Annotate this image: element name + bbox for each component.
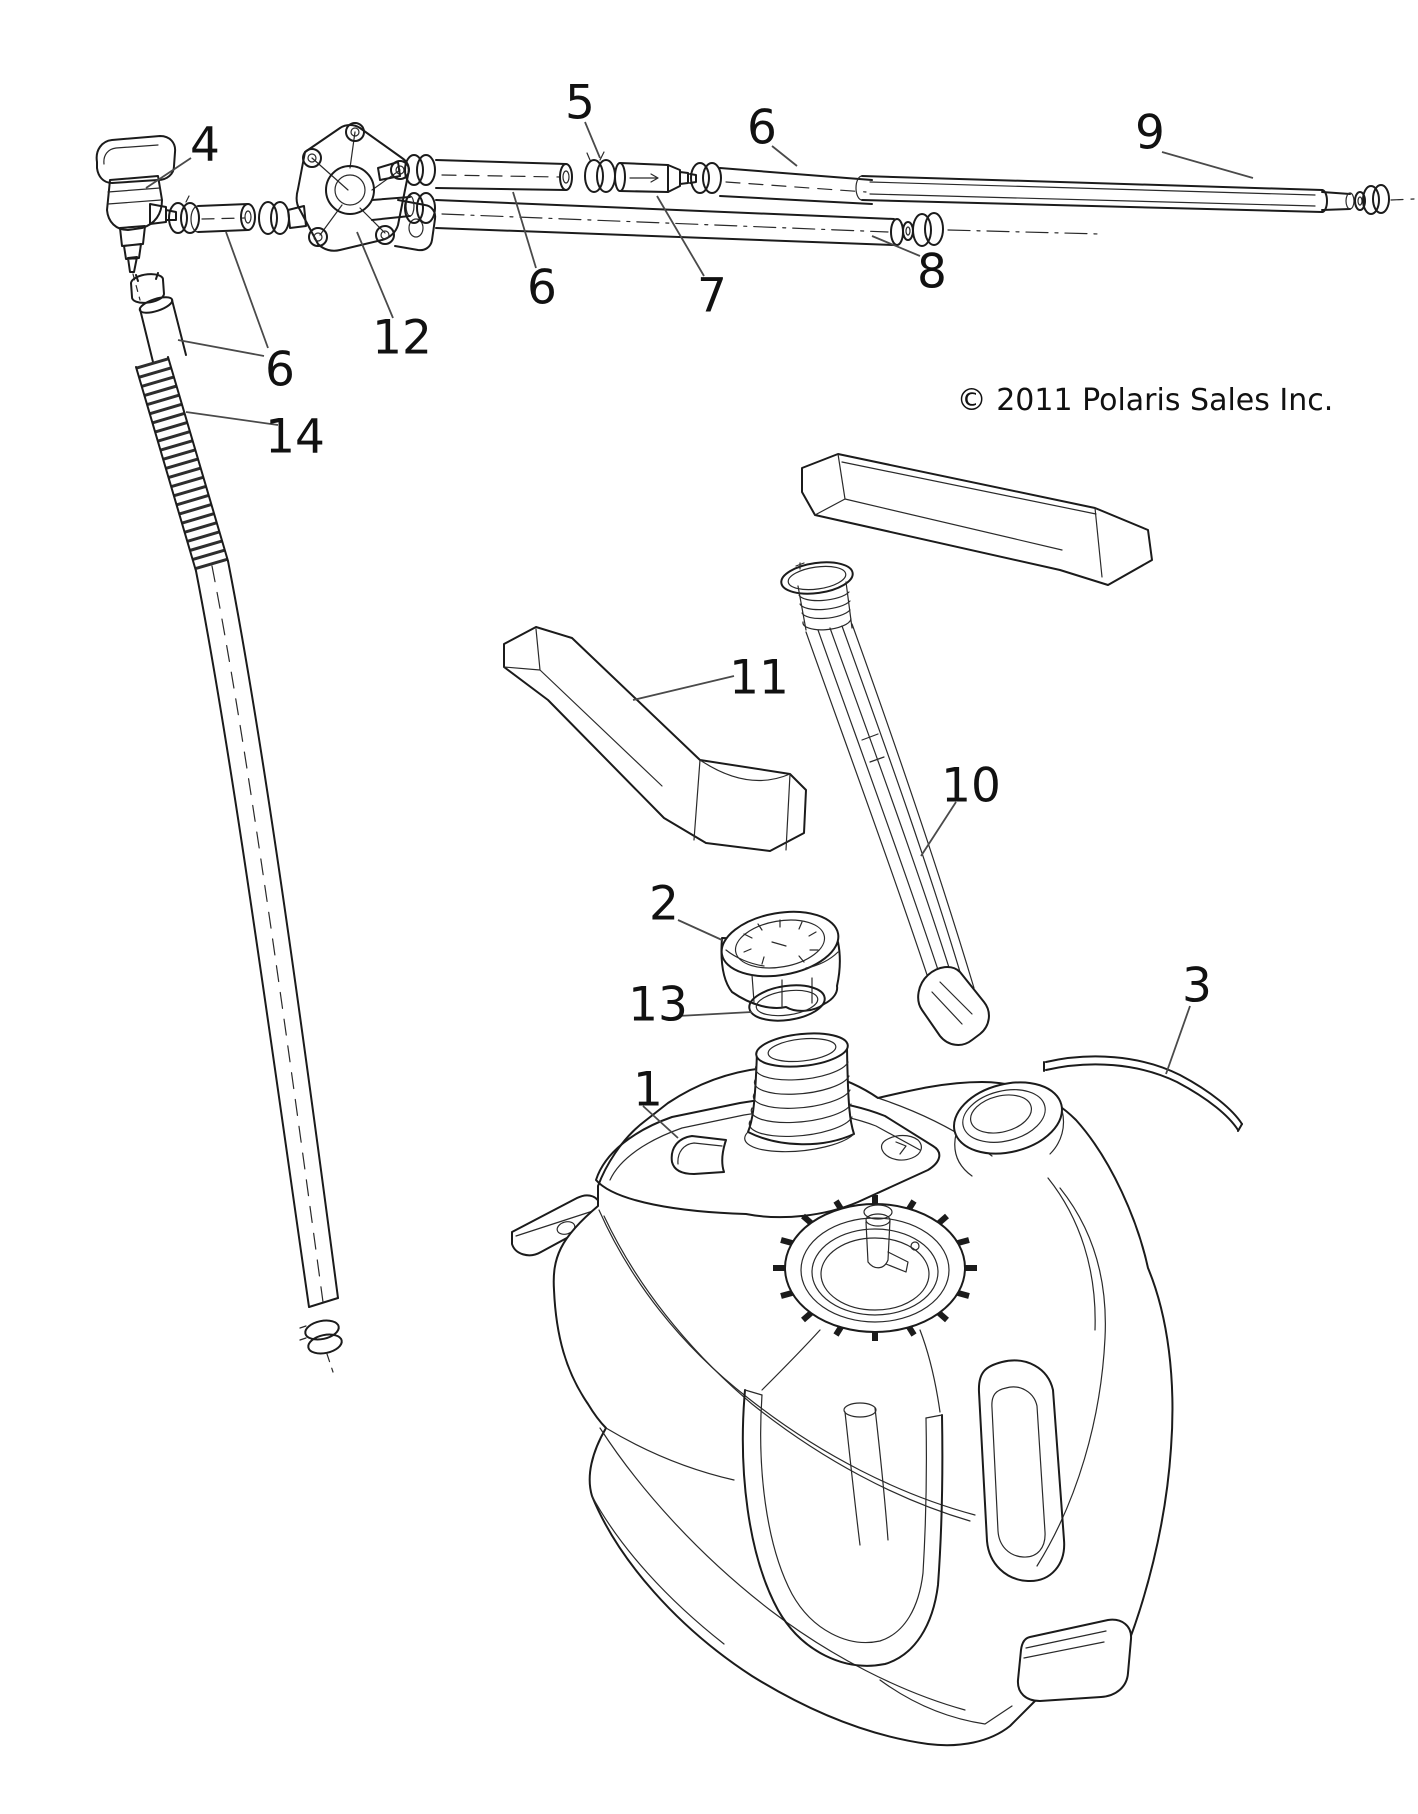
callout-fuel-hose: 6 (527, 261, 557, 316)
leader-line-fuel-gauge-dipstick (920, 801, 957, 857)
vent-line-assembly-drawing (135, 296, 343, 1373)
callout-fuel-hose: 6 (265, 343, 295, 398)
leader-line-fuel-hose (177, 339, 265, 357)
fuel-sender-lock-ring (773, 1195, 977, 1341)
foam-strip-lower (503, 626, 807, 852)
callout-fuel-tube: 9 (1135, 106, 1165, 161)
leader-line-fuel-hose (225, 231, 269, 349)
callout-fuel-pump: 12 (372, 311, 432, 366)
leader-line-fuel-pump (356, 231, 394, 319)
leader-line-inline-filter (656, 195, 705, 277)
leader-line-fuel-hose-end (871, 235, 921, 257)
leader-line-spring-wrap (185, 411, 279, 426)
leader-line-fuel-hose (512, 191, 537, 269)
leader-line-fuel-tube (1161, 151, 1254, 179)
callout-fuel-hose-end: 8 (917, 245, 947, 300)
filler-neck (744, 1032, 855, 1153)
callout-fuel-gauge-dipstick: 10 (941, 759, 1001, 814)
fuel-line-left-drawing (168, 195, 307, 235)
fuel-pump-drawing (295, 122, 437, 252)
copyright-text: © 2011 Polaris Sales Inc. (957, 383, 1334, 418)
fuel-line-lower-drawing (404, 192, 1101, 247)
leader-line-fuel-tank (642, 1105, 679, 1139)
fuel-gauge-dipstick-drawing (780, 561, 990, 1046)
leader-line-fuel-hose (771, 145, 798, 167)
vent-recess-ring (953, 1081, 1065, 1177)
callout-fuel-tank: 1 (633, 1063, 663, 1118)
leader-line-foam-pad (632, 675, 735, 701)
leader-line-vent-hose (1165, 1005, 1191, 1075)
callout-fuel-valve: 4 (190, 118, 220, 173)
leader-line-fuel-valve (145, 157, 192, 189)
leader-line-fuel-cap (677, 919, 723, 941)
callout-hose-clamp: 5 (565, 76, 595, 131)
callout-foam-pad: 11 (729, 651, 789, 706)
fuel-valve-drawing (95, 135, 177, 304)
o-ring-drawing (748, 984, 826, 1022)
callout-fuel-hose: 6 (747, 101, 777, 156)
leader-line-hose-clamp (584, 121, 601, 159)
callout-fuel-cap: 2 (649, 877, 679, 932)
callout-spring-wrap: 14 (265, 410, 325, 465)
callout-inline-filter: 7 (697, 269, 727, 324)
callout-o-ring: 13 (628, 978, 688, 1033)
vent-hose-drawing (1043, 1055, 1243, 1132)
leader-line-o-ring (677, 1011, 753, 1017)
foam-strip-upper (801, 453, 1153, 586)
callout-vent-hose: 3 (1182, 959, 1212, 1014)
fuel-tank-drawing (511, 1032, 1174, 1747)
fuel-line-upper-drawing (404, 151, 1415, 215)
